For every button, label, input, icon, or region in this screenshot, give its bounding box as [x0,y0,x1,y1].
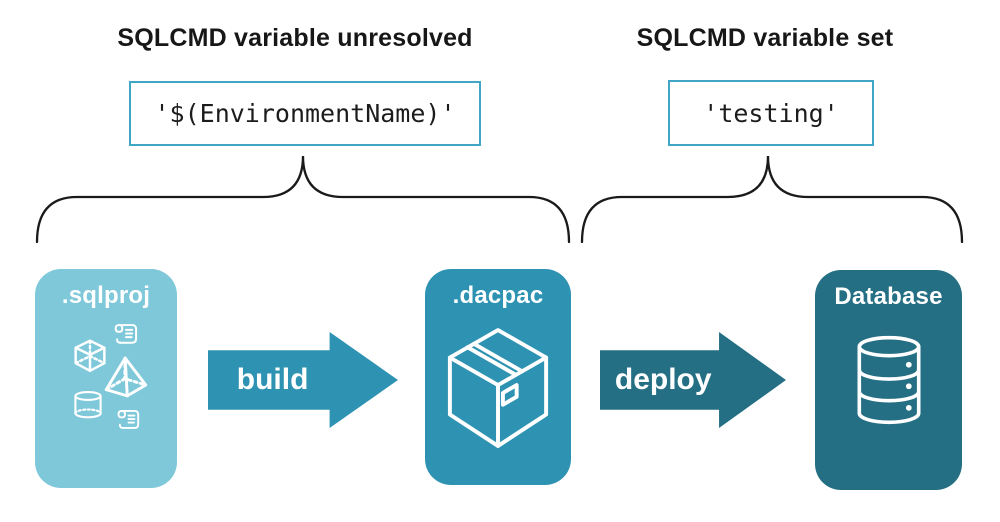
sql-script-icon [114,324,138,344]
heading-sqlcmd-unresolved: SQLCMD variable unresolved [117,24,473,52]
package-icon [447,328,549,448]
node-dacpac: .dacpac [425,269,571,485]
node-database-label: Database [834,283,943,310]
build-arrow: build [208,332,398,428]
code-box-unresolved: '$(EnvironmentName)' [129,81,481,146]
pyramid-icon [104,356,148,398]
brace-right-icon [580,155,964,244]
deploy-arrow: deploy [600,332,786,428]
node-database: Database [815,270,962,490]
code-box-set: 'testing' [668,80,874,146]
heading-sqlcmd-set: SQLCMD variable set [636,24,894,52]
node-sqlproj-label: .sqlproj [61,282,151,309]
node-dacpac-label: .dacpac [452,282,544,309]
code-value-unresolved: '$(EnvironmentName)' [154,99,456,128]
code-value-set: 'testing' [703,98,839,128]
node-sqlproj: .sqlproj [35,269,177,488]
cylinder-icon [74,391,102,419]
sql-script-icon [117,410,140,429]
database-icon [857,335,921,425]
cube-icon [74,339,106,373]
brace-left-icon [35,155,571,244]
deploy-arrow-label: deploy [614,363,712,396]
build-arrow-label: build [236,363,309,396]
